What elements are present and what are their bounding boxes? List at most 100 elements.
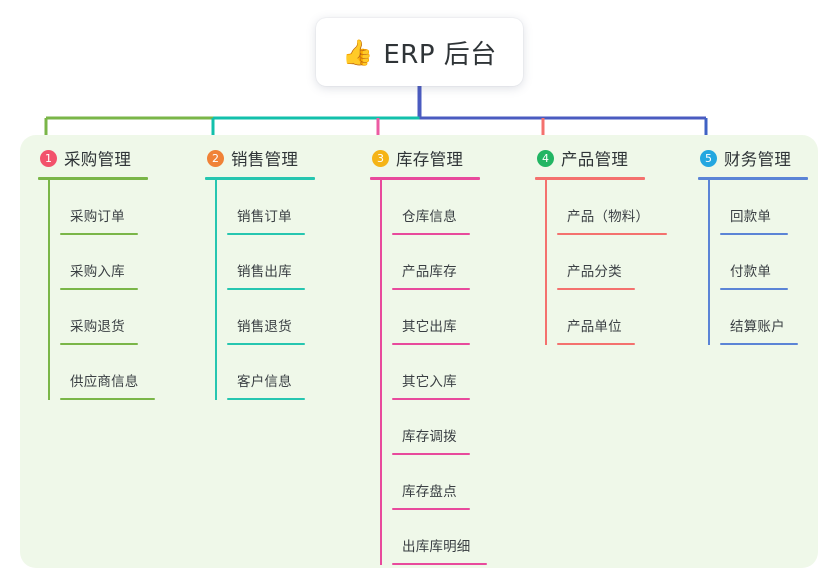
submodule-underline bbox=[392, 453, 470, 455]
submodule-item[interactable]: 销售退货 bbox=[215, 290, 315, 345]
root-node-title: ERP 后台 bbox=[383, 39, 497, 70]
submodule-label: 其它入库 bbox=[402, 374, 457, 390]
submodule-underline bbox=[227, 398, 305, 400]
submodule-item[interactable]: 采购订单 bbox=[48, 180, 148, 235]
submodule-underline bbox=[60, 233, 138, 235]
submodule-label: 库存调拨 bbox=[402, 429, 457, 445]
submodule-label: 采购退货 bbox=[70, 319, 125, 335]
submodule-item[interactable]: 客户信息 bbox=[215, 345, 315, 400]
submodule-underline bbox=[392, 233, 470, 235]
module-header-underline bbox=[370, 177, 480, 180]
submodule-underline bbox=[720, 288, 788, 290]
submodule-item[interactable]: 供应商信息 bbox=[48, 345, 155, 400]
submodule-list: 产品（物料） 产品分类产品单位 bbox=[535, 180, 667, 345]
submodule-item[interactable]: 产品单位 bbox=[545, 290, 645, 345]
submodule-label: 销售订单 bbox=[237, 209, 292, 225]
submodule-item[interactable]: 回款单 bbox=[708, 180, 808, 235]
submodule-label: 采购入库 bbox=[70, 264, 125, 280]
thumbs-up-icon: 👍 bbox=[342, 37, 374, 67]
submodule-list: 销售订单销售出库销售退货客户信息 bbox=[205, 180, 315, 400]
submodule-item[interactable]: 产品分类 bbox=[545, 235, 645, 290]
submodule-underline bbox=[557, 233, 667, 235]
submodule-underline bbox=[720, 233, 788, 235]
module-header-underline bbox=[535, 177, 645, 180]
submodule-item[interactable]: 付款单 bbox=[708, 235, 808, 290]
submodule-list: 采购订单采购入库采购退货供应商信息 bbox=[38, 180, 155, 400]
submodule-label: 结算账户 bbox=[730, 319, 785, 335]
submodule-label: 销售出库 bbox=[237, 264, 292, 280]
module-title: 采购管理 bbox=[64, 150, 132, 169]
submodule-spine bbox=[380, 180, 382, 565]
submodule-label: 供应商信息 bbox=[70, 374, 139, 390]
module-title: 库存管理 bbox=[396, 150, 464, 169]
submodule-underline bbox=[227, 343, 305, 345]
submodule-label: 采购订单 bbox=[70, 209, 125, 225]
submodule-item[interactable]: 采购入库 bbox=[48, 235, 148, 290]
submodule-item[interactable]: 产品（物料） bbox=[545, 180, 667, 235]
module-header-3[interactable]: 3 库存管理 bbox=[370, 146, 480, 170]
submodule-spine bbox=[48, 180, 50, 400]
submodule-underline bbox=[392, 563, 487, 565]
submodule-label: 客户信息 bbox=[237, 374, 292, 390]
submodule-item[interactable]: 库存调拨 bbox=[380, 400, 480, 455]
submodule-label: 回款单 bbox=[730, 209, 772, 225]
modules-panel bbox=[20, 135, 818, 568]
submodule-underline bbox=[60, 343, 138, 345]
module-header-underline bbox=[38, 177, 148, 180]
submodule-item[interactable]: 仓库信息 bbox=[380, 180, 480, 235]
submodule-item[interactable]: 采购退货 bbox=[48, 290, 148, 345]
submodule-underline bbox=[392, 343, 470, 345]
module-header-underline bbox=[698, 177, 808, 180]
module-title: 产品管理 bbox=[561, 150, 629, 169]
submodule-label: 仓库信息 bbox=[402, 209, 457, 225]
submodule-underline bbox=[227, 233, 305, 235]
module-header-4[interactable]: 4 产品管理 bbox=[535, 146, 645, 170]
submodule-label: 产品分类 bbox=[567, 264, 622, 280]
module-number-badge: 5 bbox=[700, 149, 717, 167]
submodule-underline bbox=[227, 288, 305, 290]
submodule-item[interactable]: 销售出库 bbox=[215, 235, 315, 290]
submodule-item[interactable]: 结算账户 bbox=[708, 290, 808, 345]
submodule-spine bbox=[545, 180, 547, 345]
submodule-item[interactable]: 销售订单 bbox=[215, 180, 315, 235]
submodule-label: 产品（物料） bbox=[567, 209, 650, 225]
module-header-underline bbox=[205, 177, 315, 180]
submodule-label: 库存盘点 bbox=[402, 484, 457, 500]
module-title: 销售管理 bbox=[231, 150, 299, 169]
submodule-spine bbox=[708, 180, 710, 345]
module-number-badge: 4 bbox=[537, 149, 554, 167]
submodule-item[interactable]: 库存盘点 bbox=[380, 455, 480, 510]
submodule-label: 出库库明细 bbox=[402, 539, 471, 555]
module-number-badge: 3 bbox=[372, 149, 389, 167]
submodule-underline bbox=[392, 398, 470, 400]
module-header-2[interactable]: 2 销售管理 bbox=[205, 146, 315, 170]
submodule-list: 回款单付款单结算账户 bbox=[698, 180, 808, 345]
submodule-item[interactable]: 产品库存 bbox=[380, 235, 480, 290]
module-column-4: 4 产品管理产品（物料） 产品分类产品单位 bbox=[535, 146, 667, 345]
module-column-2: 2 销售管理销售订单销售出库销售退货客户信息 bbox=[205, 146, 315, 400]
module-number-badge: 2 bbox=[207, 149, 224, 167]
module-title: 财务管理 bbox=[724, 150, 792, 169]
root-node-card[interactable]: 👍 ERP 后台 bbox=[316, 18, 523, 86]
submodule-label: 销售退货 bbox=[237, 319, 292, 335]
submodule-label: 付款单 bbox=[730, 264, 772, 280]
submodule-underline bbox=[557, 288, 635, 290]
submodule-spine bbox=[215, 180, 217, 400]
submodule-underline bbox=[720, 343, 798, 345]
submodule-underline bbox=[392, 508, 470, 510]
submodule-item[interactable]: 其它入库 bbox=[380, 345, 480, 400]
submodule-underline bbox=[392, 288, 470, 290]
submodule-underline bbox=[60, 288, 138, 290]
module-header-5[interactable]: 5 财务管理 bbox=[698, 146, 808, 170]
submodule-item[interactable]: 出库库明细 bbox=[380, 510, 487, 565]
module-column-3: 3 库存管理仓库信息产品库存其它出库其它入库库存调拨库存盘点出库库明细 bbox=[370, 146, 487, 565]
submodule-label: 产品单位 bbox=[567, 319, 622, 335]
submodule-list: 仓库信息产品库存其它出库其它入库库存调拨库存盘点出库库明细 bbox=[370, 180, 487, 565]
module-column-5: 5 财务管理回款单付款单结算账户 bbox=[698, 146, 808, 345]
submodule-underline bbox=[60, 398, 155, 400]
submodule-underline bbox=[557, 343, 635, 345]
submodule-item[interactable]: 其它出库 bbox=[380, 290, 480, 345]
